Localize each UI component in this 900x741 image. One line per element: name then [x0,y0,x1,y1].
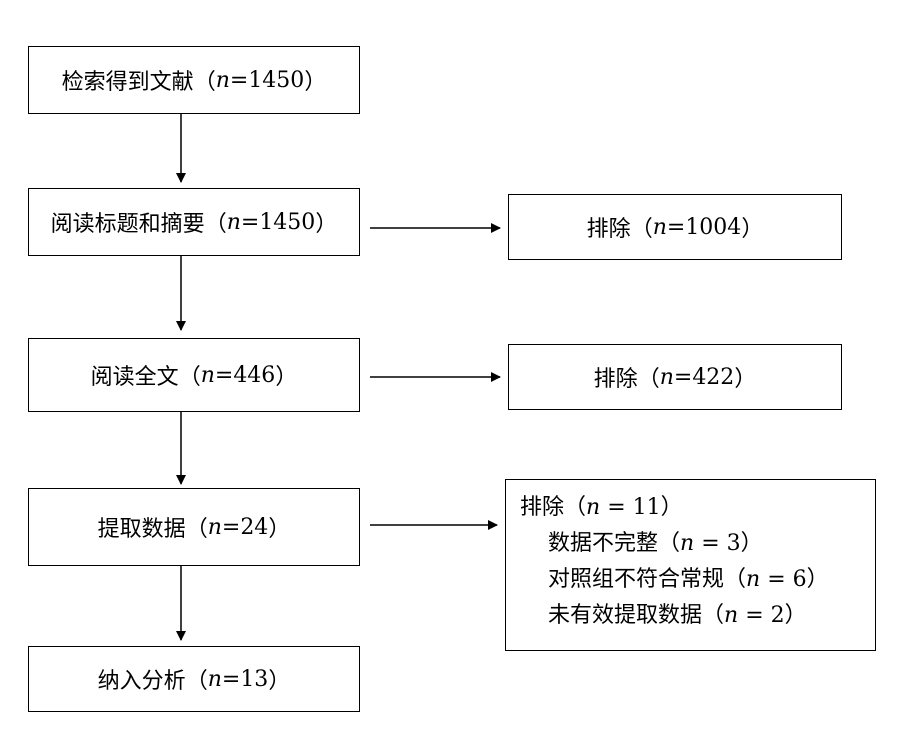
step-count: 24 [240,514,269,540]
exclusion-reason: 未有效提取数据（n = 2） [548,603,807,628]
exclusion-reason: 数据不完整（n = 3） [548,531,763,556]
step-label: 纳入分析 [97,669,186,694]
exclusion-count: 11 [632,495,661,520]
step-label: 阅读标题和摘要 [50,212,205,237]
exclusion-label: 排除 [586,217,631,242]
step-count: 1450 [259,209,316,235]
exclusion-box-2: 排除（n = 422） [508,344,842,410]
exclusion-box-1: 排除（n = 1004） [508,194,842,260]
exclusion-label: 排除 [593,367,638,392]
step-label: 提取数据 [97,517,186,542]
step-label: 阅读全文 [90,365,179,390]
step-box-full-text: 阅读全文（n = 446） [28,338,360,412]
exclusion-reason: 对照组不符合常规（n = 6） [548,567,829,592]
step-count: 446 [233,362,276,388]
step-count: 1450 [248,67,305,93]
exclusion-count: 1004 [685,214,742,240]
step-box-included: 纳入分析（n = 13） [28,646,360,712]
step-box-extract-data: 提取数据（n = 24） [28,488,360,566]
step-box-screen-title-abstract: 阅读标题和摘要（n = 1450） [28,188,360,256]
exclusion-count: 422 [692,364,735,390]
exclusion-box-3: 排除（n = 11） 数据不完整（n = 3） 对照组不符合常规（n = 6） … [505,479,876,651]
step-label: 检索得到文献 [61,70,194,95]
step-box-search: 检索得到文献（n = 1450） [28,46,360,114]
step-count: 13 [240,666,269,692]
exclusion-header: 排除（n = 11） [520,495,683,520]
